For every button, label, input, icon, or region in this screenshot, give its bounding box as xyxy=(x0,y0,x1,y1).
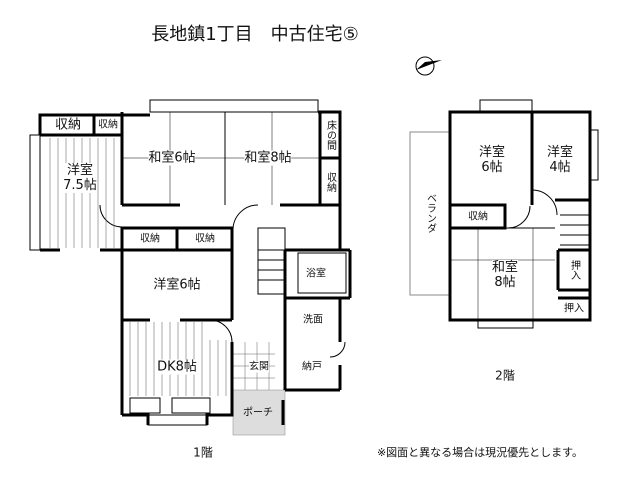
floor1-thin-lines xyxy=(29,99,347,426)
room-western-6-2f: 洋室 6帖 xyxy=(479,145,505,175)
north-arrow-icon xyxy=(415,56,442,76)
floor-boards xyxy=(49,138,227,396)
room-western-4-2f: 洋室 4帖 xyxy=(547,145,573,175)
floor2-label: 2階 xyxy=(495,368,515,383)
room-name: 洋室 xyxy=(478,145,506,160)
room-storage-1f-c: 収納 xyxy=(324,172,336,192)
room-japanese-6: 和室6帖 xyxy=(148,150,196,166)
room-western-6: 洋室6帖 xyxy=(153,277,201,293)
disclaimer-note: ※図面と異なる場合は現況優先とします。 xyxy=(376,446,584,459)
room-storage-1f-b: 収納 xyxy=(98,119,118,131)
room-storage-1f-e: 収納 xyxy=(195,233,215,245)
room-name: 和室 xyxy=(491,260,519,275)
room-porch: ポーチ xyxy=(243,407,273,419)
room-size: 8帖 xyxy=(494,275,516,290)
room-bath: 浴室 xyxy=(306,268,326,280)
room-size: 7.5帖 xyxy=(63,178,97,193)
veranda: ベランダ xyxy=(424,193,436,233)
floor1-label: 1階 xyxy=(193,445,213,460)
room-name: 洋室 xyxy=(66,163,93,178)
room-entrance: 玄関 xyxy=(249,361,269,373)
room-storage-1f-d: 収納 xyxy=(140,233,160,245)
room-storage-2f: 収納 xyxy=(468,211,488,223)
room-size: 4帖 xyxy=(549,160,571,175)
room-storage-1f-a: 収納 xyxy=(54,117,82,133)
room-oshiire-a: 押入 xyxy=(568,260,580,280)
room-japanese-8: 和室8帖 xyxy=(244,150,292,166)
floor1-walls xyxy=(38,110,352,425)
room-tokonoma: 床の間 xyxy=(324,120,336,150)
room-japanese-8-2f: 和室 8帖 xyxy=(491,260,519,290)
room-name: 洋室 xyxy=(546,145,574,160)
floor2-walls xyxy=(448,110,592,322)
room-oshiire-b: 押入 xyxy=(564,303,584,315)
room-size: 6帖 xyxy=(481,160,503,175)
page-title: 長地鎮1丁目 中古住宅⑤ xyxy=(151,24,359,45)
room-western-7-5: 洋室 7.5帖 xyxy=(63,163,97,193)
room-washroom: 洗面 xyxy=(303,314,323,326)
room-closet: 納戸 xyxy=(302,361,322,373)
room-dk: DK8帖 xyxy=(157,359,197,375)
